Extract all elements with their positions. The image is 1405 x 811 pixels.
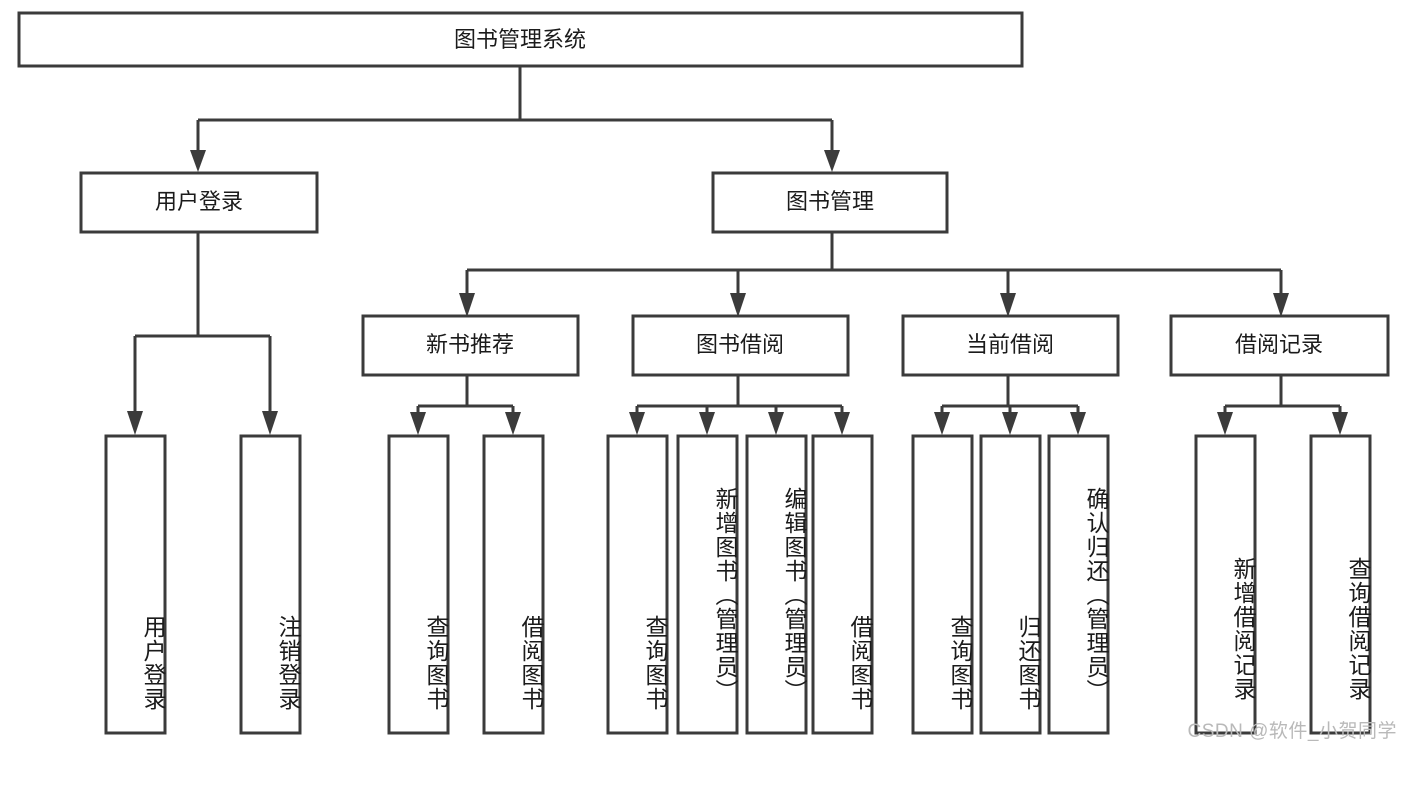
arrowhead-leaf-add-book-admin — [699, 412, 715, 435]
node-new-book-recommend[interactable]: 新书推荐 — [361, 314, 580, 377]
arrowhead-book-borrow — [730, 293, 746, 317]
node-user-login-label: 用户登录 — [155, 189, 243, 214]
arrowhead-current-borrow — [1000, 293, 1016, 317]
node-book-borrow[interactable]: 图书借阅 — [631, 314, 850, 377]
node-new-book-recommend-box[interactable] — [361, 314, 580, 377]
node-book-management-label: 图书管理 — [786, 189, 874, 214]
arrowhead-leaf-confirm-return-admin — [1070, 412, 1086, 435]
connector-group-book-management — [459, 232, 1289, 317]
arrowhead-leaf-user-login — [127, 411, 143, 435]
node-book-management-box[interactable] — [711, 171, 949, 234]
node-borrow-record-label: 借阅记录 — [1235, 332, 1323, 357]
node-root-box[interactable] — [17, 11, 1024, 68]
leaf-box-query-book-1[interactable] — [387, 434, 450, 735]
leaf-box-query-book-3[interactable] — [911, 434, 974, 735]
connector-group-borrow-record — [1217, 375, 1348, 435]
node-borrow-record[interactable]: 借阅记录 — [1169, 314, 1390, 377]
hierarchy-diagram: 图书管理系统 用户登录 图书管理 新书推荐 图书借阅 当前借阅 借阅记录 — [17, 11, 1390, 735]
leaf-box-edit-book-admin[interactable] — [745, 434, 808, 735]
node-book-borrow-box[interactable] — [631, 314, 850, 377]
node-current-borrow-label: 当前借阅 — [966, 332, 1054, 357]
leaf-box-query-borrow-record[interactable] — [1309, 434, 1372, 735]
node-current-borrow[interactable]: 当前借阅 — [901, 314, 1120, 377]
arrowhead-leaf-borrow-book-2 — [834, 412, 850, 435]
arrowhead-borrow-record — [1273, 293, 1289, 317]
arrowhead-leaf-borrow-book-1 — [505, 412, 521, 435]
arrowhead-leaf-edit-book-admin — [768, 412, 784, 435]
connector-group-current-borrow — [934, 375, 1086, 435]
leaf-box-query-book-2[interactable] — [606, 434, 669, 735]
leaf-box-add-borrow-record[interactable] — [1194, 434, 1257, 735]
arrowhead-new-book-recommend — [459, 293, 475, 317]
node-book-management[interactable]: 图书管理 — [711, 171, 949, 234]
node-borrow-record-box[interactable] — [1169, 314, 1390, 377]
node-new-book-recommend-label: 新书推荐 — [426, 332, 514, 357]
arrowhead-leaf-query-book-3 — [934, 412, 950, 435]
leaf-box-borrow-book-2[interactable] — [811, 434, 874, 735]
csdn-watermark: CSDN @软件_小贺同学 — [1187, 721, 1397, 742]
leaf-box-logout-login[interactable] — [239, 434, 302, 735]
arrowhead-user-login — [190, 150, 206, 172]
connector-group-book-borrow — [629, 375, 850, 435]
node-root[interactable]: 图书管理系统 — [17, 11, 1024, 68]
leaf-box-add-book-admin[interactable] — [676, 434, 739, 735]
leaf-boxes — [104, 434, 1372, 735]
arrowhead-leaf-query-book-2 — [629, 412, 645, 435]
arrowhead-leaf-query-book-1 — [410, 412, 426, 435]
leaf-box-borrow-book-1[interactable] — [482, 434, 545, 735]
leaf-box-user-login[interactable] — [104, 434, 167, 735]
connector-group-new-book-recommend — [410, 375, 521, 435]
leaf-box-confirm-return-admin[interactable] — [1047, 434, 1110, 735]
node-user-login-box[interactable] — [79, 171, 319, 234]
arrowhead-leaf-query-borrow-record — [1332, 412, 1348, 435]
node-current-borrow-box[interactable] — [901, 314, 1120, 377]
leaf-box-return-book[interactable] — [979, 434, 1042, 735]
arrowhead-leaf-add-borrow-record — [1217, 412, 1233, 435]
arrowhead-leaf-logout-login — [262, 411, 278, 435]
node-user-login[interactable]: 用户登录 — [79, 171, 319, 234]
connector-group-root — [190, 66, 840, 172]
node-book-borrow-label: 图书借阅 — [696, 332, 784, 357]
flowchart-canvas: 图书管理系统 用户登录 图书管理 新书推荐 图书借阅 当前借阅 借阅记录 — [17, 11, 1397, 742]
node-root-label: 图书管理系统 — [454, 27, 586, 52]
arrowhead-leaf-return-book — [1002, 412, 1018, 435]
connector-group-user-login — [127, 232, 278, 435]
arrowhead-book-management — [824, 150, 840, 172]
